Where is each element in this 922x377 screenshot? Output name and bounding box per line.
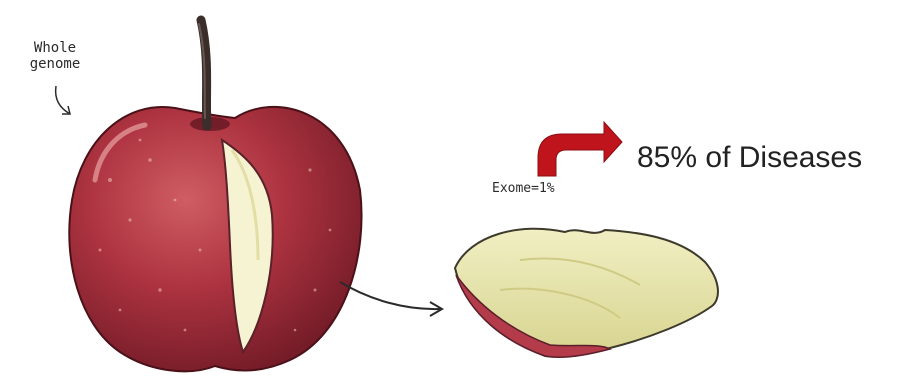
arrow-icon: [340, 282, 442, 316]
exome-label: Exome=1%: [492, 181, 555, 197]
apple-illustration: [69, 20, 361, 371]
whole-genome-label-line1: Whole: [20, 40, 90, 56]
diseases-callout: 85% of Diseases: [637, 141, 862, 175]
bent-arrow-icon: [538, 122, 622, 176]
curved-pointer-icon: [56, 86, 70, 114]
whole-genome-label-line2: genome: [20, 56, 90, 72]
apple-slice-illustration: [455, 229, 718, 358]
whole-genome-label: Whole genome: [20, 40, 90, 72]
